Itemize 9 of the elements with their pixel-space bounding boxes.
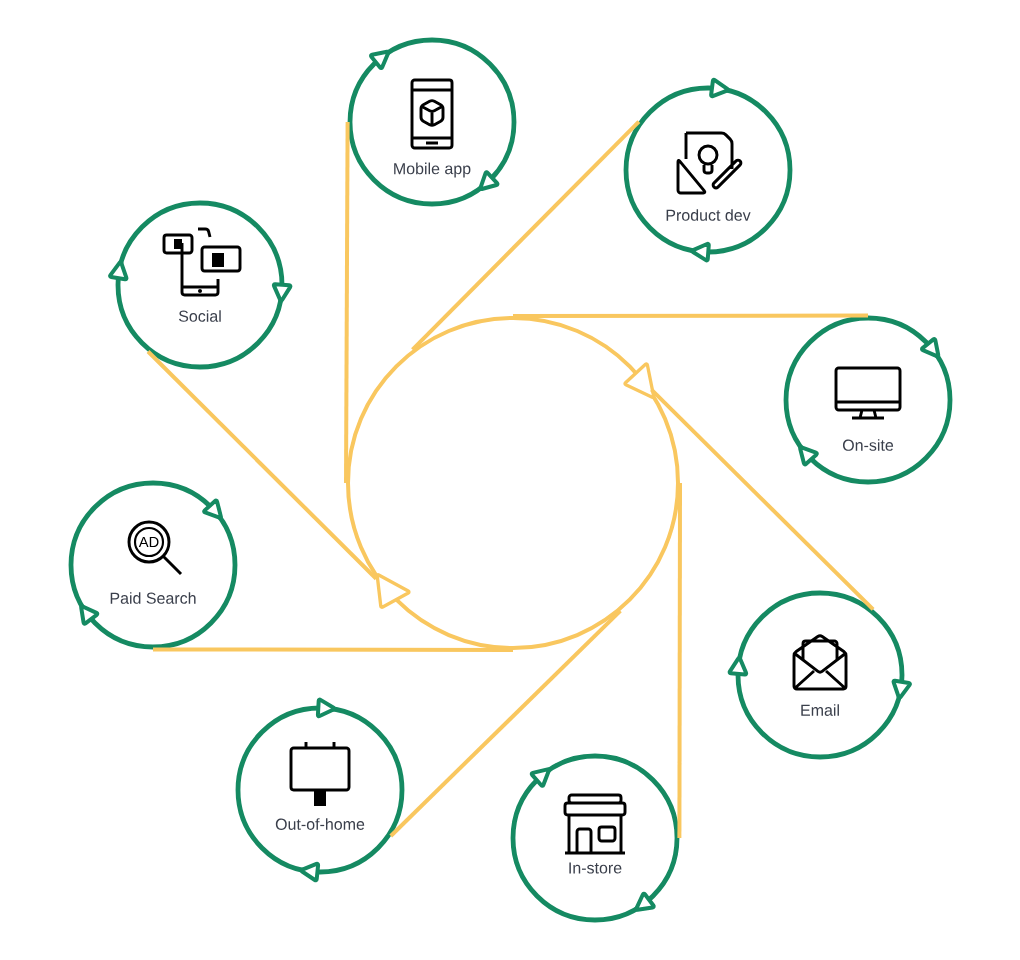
cycle-circle xyxy=(346,316,680,650)
connector-line xyxy=(513,313,868,318)
connector-line xyxy=(389,609,622,838)
connector-line xyxy=(411,120,641,352)
connector-line xyxy=(677,483,682,838)
connector-line xyxy=(153,647,513,652)
connector-line xyxy=(146,350,378,581)
connector-line xyxy=(650,388,875,611)
connector-line xyxy=(344,122,350,483)
